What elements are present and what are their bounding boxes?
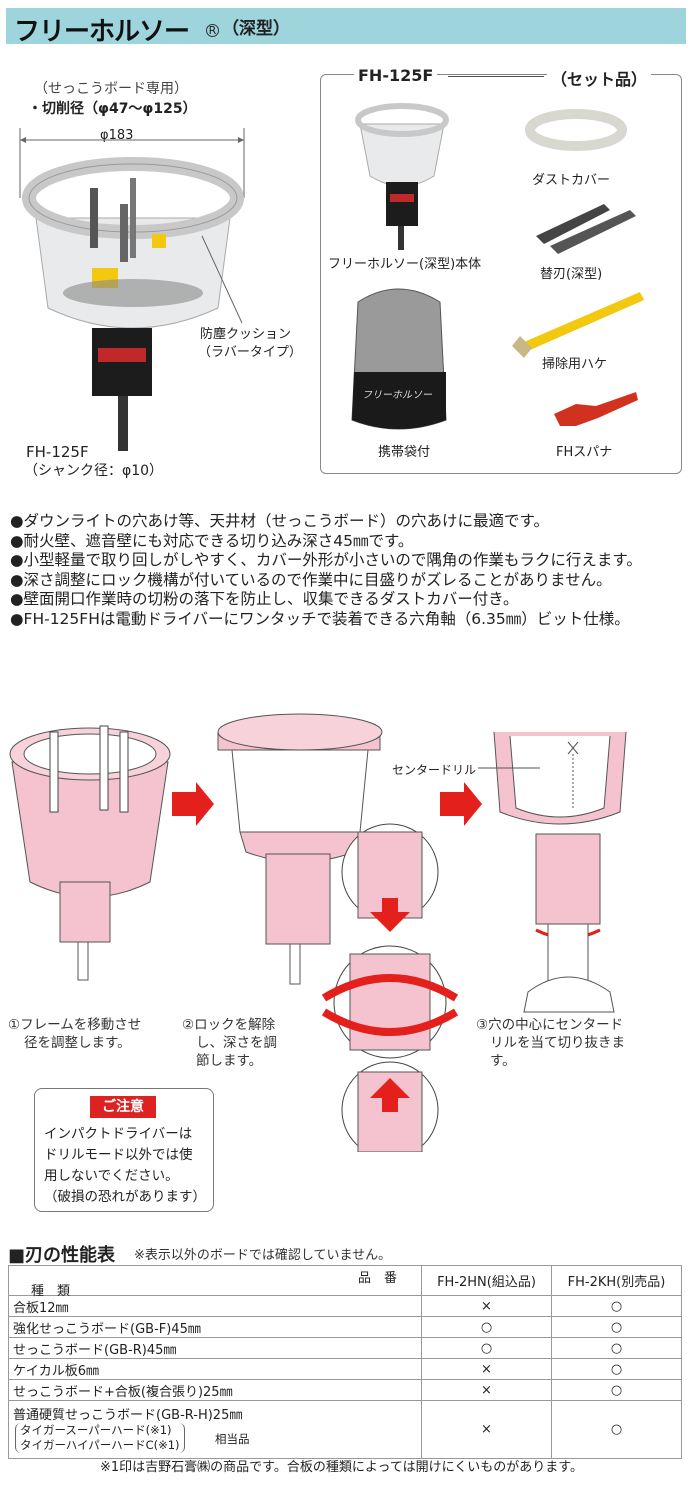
- set-contents-box: [320, 74, 682, 474]
- caution-line: 用しないでください。: [44, 1168, 179, 1184]
- row-name-multi: 普通硬質せっこうボード(GB-R-H)25㎜ タイガースーパーハード(※1) タ…: [8, 1400, 422, 1459]
- table-row: せっこうボード(GB-R)45㎜ ○ ○: [8, 1337, 682, 1359]
- row-v2: ○: [551, 1379, 682, 1401]
- caution-line: （破損の恐れがあります）: [44, 1189, 206, 1205]
- step3-caption-1: ③穴の中心にセンタード: [476, 1017, 624, 1033]
- row-v1: ×: [421, 1358, 552, 1380]
- feature-item: ●小型軽量で取り回しがしやすく、カバー外形が小さいので隅角の作業もラクに行えます…: [10, 551, 642, 569]
- outer-diameter: φ183: [100, 128, 134, 143]
- product-illustration: [19, 128, 245, 451]
- step2-caption-1: ②ロックを解除: [182, 1017, 276, 1033]
- set-items-illustration: [351, 103, 644, 430]
- feature-item: ●耐火壁、遮音壁にも対応できる切り込み深さ45㎜です。: [10, 531, 414, 550]
- set-blade: 替刃(深型): [540, 267, 603, 282]
- feature-item: ●深さ調整にロック機構が付いているので作業中に目盛りがズレることがありません。: [10, 570, 612, 589]
- row-subitem: タイガースーパーハード(※1): [20, 1423, 172, 1437]
- row-equiv: 相当品: [215, 1432, 250, 1446]
- table-row: せっこうボード+合板(複合張り)25㎜ × ○: [8, 1379, 682, 1401]
- set-header-divider: [448, 76, 544, 77]
- caution-body: インパクトドライバーは ドリルモード以外では使 用しないでください。 （破損の恐…: [44, 1124, 210, 1208]
- set-spanner: FHスパナ: [556, 445, 613, 460]
- feature-item: ●FH-125FHは電動ドライバーにワンタッチで装着できる六角軸（6.35㎜）ビ…: [10, 609, 630, 628]
- caution-box: [34, 1088, 214, 1212]
- performance-title: ■刃の性能表: [8, 1245, 116, 1266]
- header-model: 品 番: [357, 1271, 397, 1286]
- row-v2: ○: [551, 1400, 682, 1459]
- step3-caption-3: す。: [490, 1053, 516, 1069]
- title-bar: [6, 8, 686, 44]
- row-name: ケイカル板6㎜: [8, 1358, 422, 1380]
- row-v1: ○: [421, 1316, 552, 1338]
- performance-subtitle: ※表示以外のボードでは確認していません。: [134, 1248, 392, 1263]
- row-v1: ×: [421, 1400, 552, 1459]
- row-v1: ○: [421, 1337, 552, 1359]
- footnote: ※1印は吉野石膏㈱の商品です。合板の種類によっては開けにくいものがあります。: [100, 1460, 584, 1475]
- shank-diameter: （シャンク径：φ10）: [24, 463, 164, 479]
- set-body: フリーホルソー(深型)本体: [328, 257, 482, 272]
- table-row: 強化せっこうボード(GB-F)45㎜ ○ ○: [8, 1316, 682, 1338]
- performance-table: 種 類 品 番 FH-2HN(組込品) FH-2KH(別売品) 合板12㎜ × …: [8, 1265, 682, 1459]
- table-row: 合板12㎜ × ○: [8, 1295, 682, 1317]
- set-dust-cover: ダストカバー: [532, 173, 611, 188]
- set-label: （セット品）: [547, 66, 652, 90]
- caution-line: インパクトドライバーは: [44, 1126, 193, 1142]
- row-v2: ○: [551, 1358, 682, 1380]
- set-bag: 携帯袋付: [378, 445, 431, 460]
- feature-item: ●壁面開口作業時の切粉の落下を防止し、収集できるダストカバー付き。: [10, 590, 519, 608]
- center-drill-label: センタードリル: [392, 763, 477, 777]
- cut-diameter: ・切削径（φ47〜φ125）: [28, 101, 197, 117]
- row-name: せっこうボード+合板(複合張り)25㎜: [8, 1379, 422, 1401]
- arrow-right-2: [440, 782, 482, 826]
- row-subitems: タイガースーパーハード(※1) タイガーハイパーハードC(※1): [15, 1423, 185, 1453]
- row-v2: ○: [551, 1316, 682, 1338]
- feature-list: ●ダウンライトの穴あけ等、天井材（せっこうボード）の穴あけに最適です。 ●耐火壁…: [10, 512, 686, 629]
- steps-illustration: [9, 713, 627, 1152]
- bag-print: フリーホルソー: [362, 390, 432, 401]
- table-row: ケイカル板6㎜ × ○: [8, 1358, 682, 1380]
- step3-figure: [493, 731, 627, 1013]
- row-name: 普通硬質せっこうボード(GB-R-H)25㎜: [13, 1408, 243, 1423]
- caution-line: ドリルモード以外では使: [44, 1147, 193, 1163]
- row-v2: ○: [551, 1337, 682, 1359]
- header-col-1: FH-2HN(組込品): [421, 1265, 552, 1296]
- cushion-label-1: 防塵クッション: [200, 327, 292, 342]
- page-subtitle: （深型）: [222, 19, 290, 39]
- type-note: （せっこうボード専用）: [34, 81, 188, 97]
- detail-zoom: [321, 823, 459, 1152]
- step3-caption-2: リルを当て切り抜きま: [490, 1035, 625, 1051]
- caution-header: ご注意: [90, 1096, 156, 1118]
- step1-figure: [9, 725, 171, 981]
- header-type-model: 種 類 品 番: [8, 1265, 422, 1299]
- row-name: 強化せっこうボード(GB-F)45㎜: [8, 1316, 422, 1338]
- row-v2: ○: [551, 1295, 682, 1317]
- registered-mark: R: [206, 24, 219, 37]
- product-model: FH-125F: [26, 443, 89, 461]
- feature-item: ●ダウンライトの穴あけ等、天井材（せっこうボード）の穴あけに最適です。: [10, 512, 549, 530]
- row-subitem: タイガーハイパーハードC(※1): [20, 1438, 180, 1452]
- step1-caption-1: ①フレームを移動させ: [8, 1017, 142, 1033]
- row-v1: ×: [421, 1379, 552, 1401]
- set-brush: 掃除用ハケ: [542, 357, 608, 372]
- table-header-row: 種 類 品 番 FH-2HN(組込品) FH-2KH(別売品): [8, 1265, 682, 1299]
- arrow-right-1: [172, 782, 214, 826]
- page-title: フリーホルソー: [14, 17, 190, 47]
- header-col-2: FH-2KH(別売品): [551, 1265, 682, 1296]
- cushion-label-2: （ラバータイプ）: [198, 345, 302, 360]
- step1-caption-2: 径を調整します。: [24, 1035, 131, 1051]
- table-row: 普通硬質せっこうボード(GB-R-H)25㎜ タイガースーパーハード(※1) タ…: [8, 1400, 682, 1459]
- step2-figure: [217, 713, 383, 985]
- step2-caption-2: し、深さを調: [196, 1035, 277, 1051]
- header-type: 種 類: [31, 1284, 71, 1299]
- step2-caption-3: 節します。: [196, 1053, 263, 1069]
- row-name: せっこうボード(GB-R)45㎜: [8, 1337, 422, 1359]
- row-name: 合板12㎜: [8, 1295, 422, 1317]
- row-v1: ×: [421, 1295, 552, 1317]
- set-model: FH-125F: [354, 66, 438, 85]
